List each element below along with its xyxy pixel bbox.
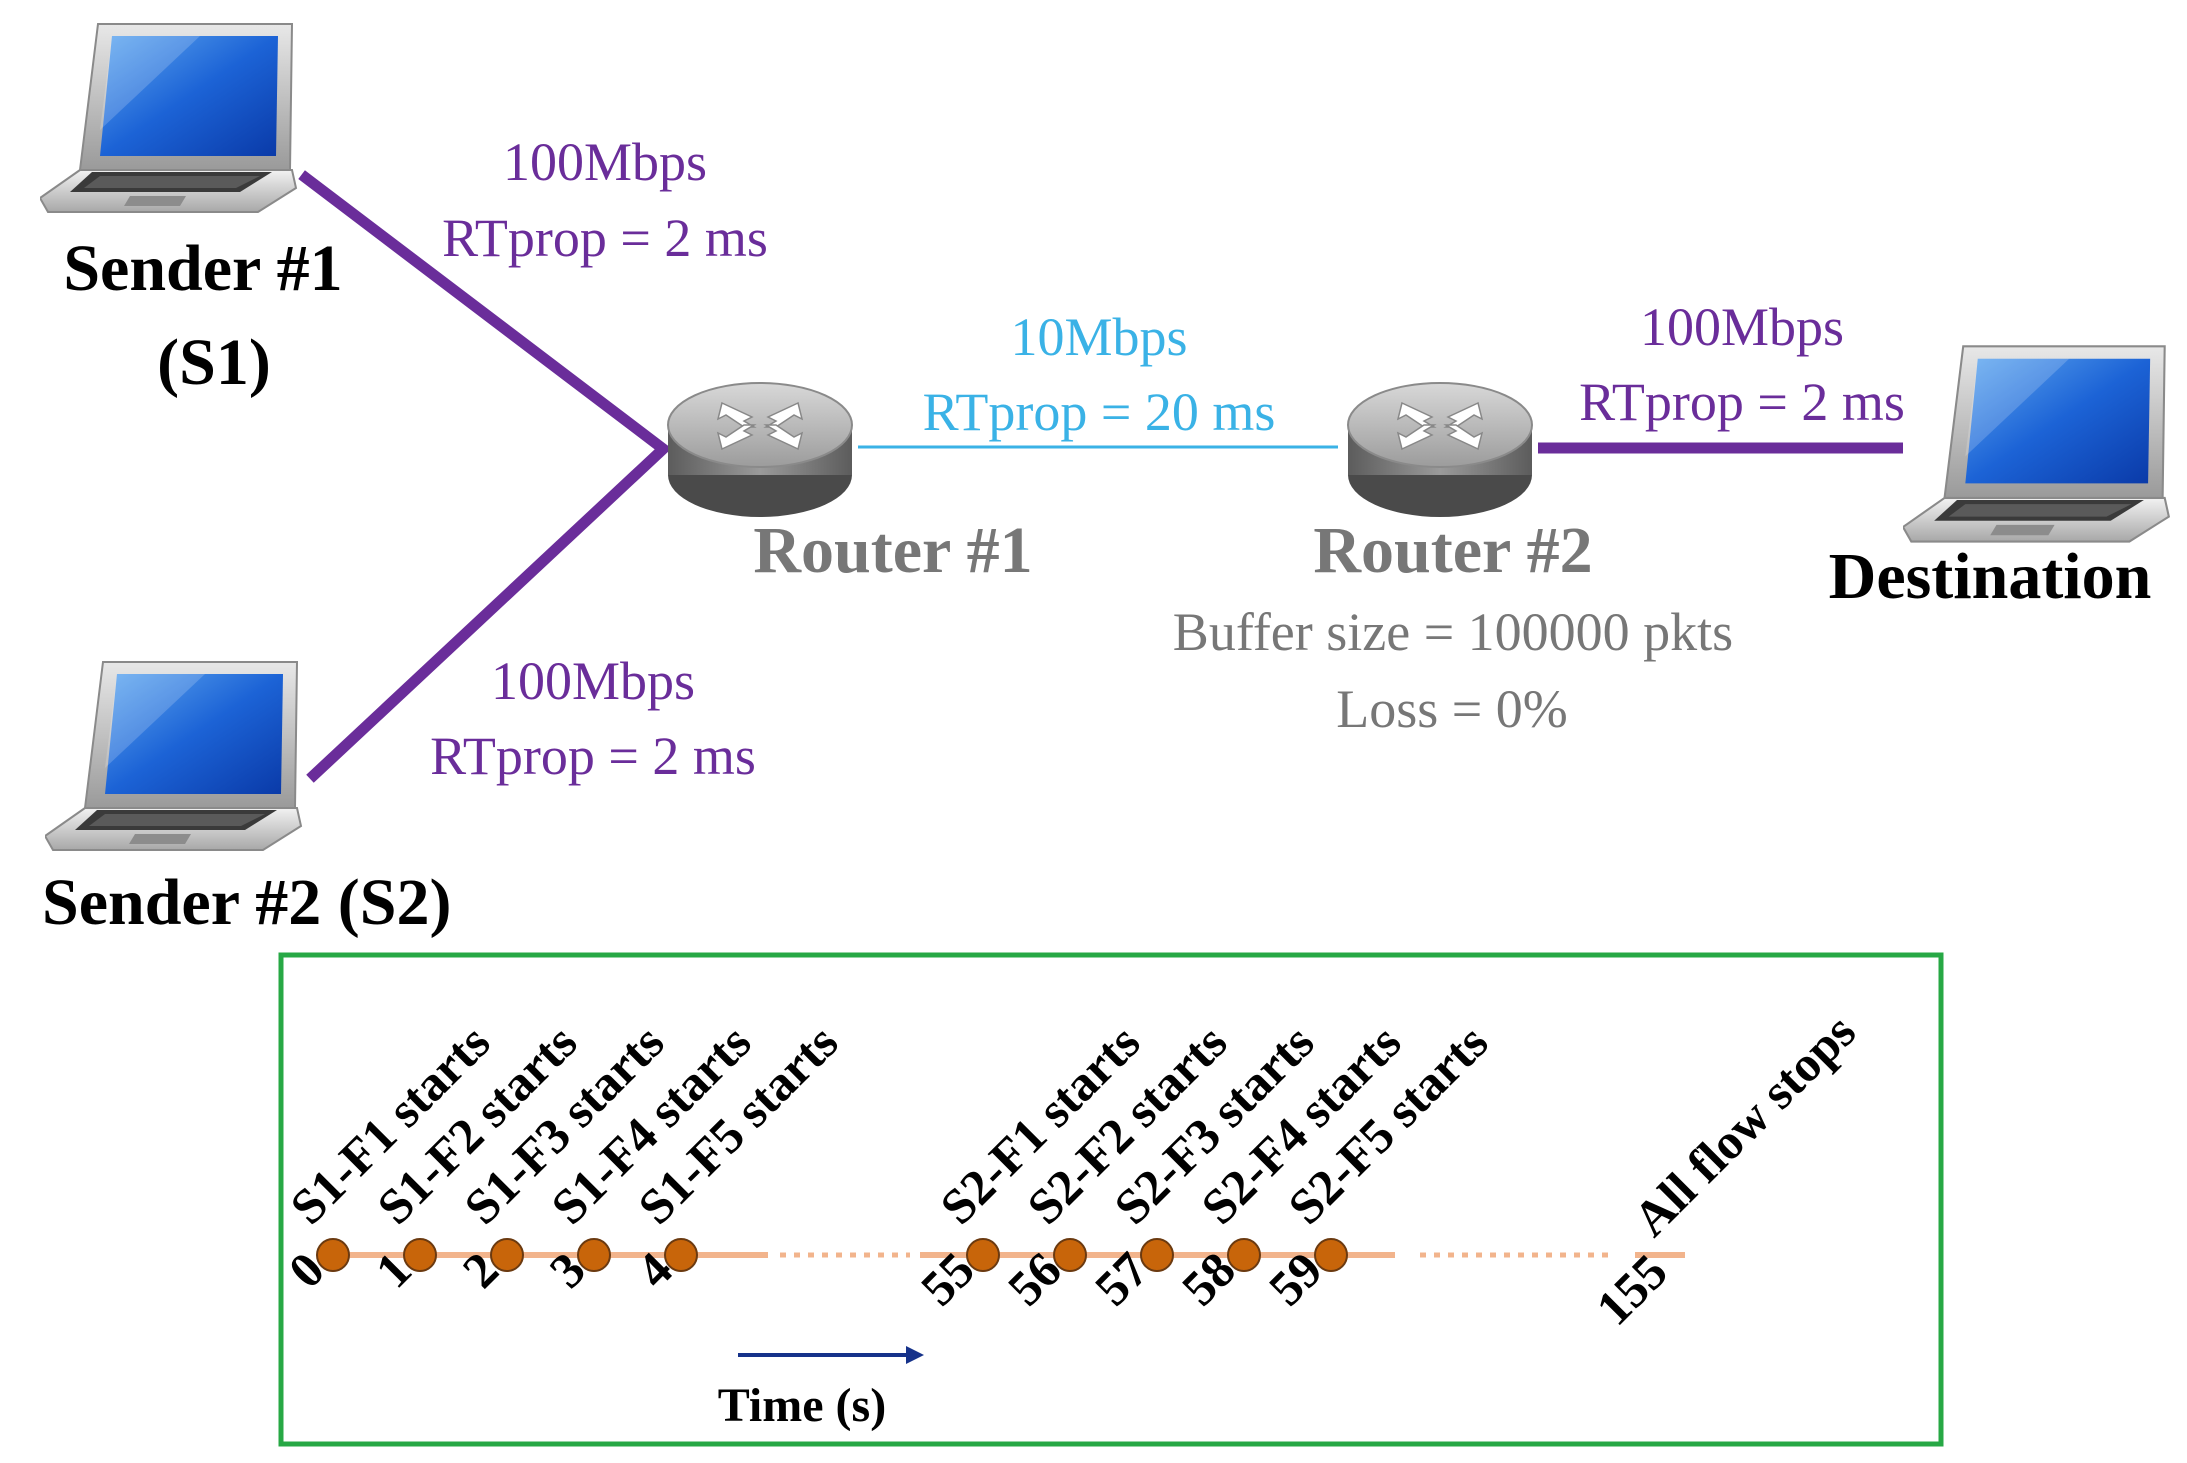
s1-link-rtprop: RTprop = 2 ms (442, 208, 768, 268)
s2-link-rtprop: RTprop = 2 ms (430, 726, 756, 786)
node-labels: Sender #1 (S1) Sender #2 (S2) Destinatio… (42, 232, 2151, 939)
r2-link-rtprop: RTprop = 2 ms (1579, 372, 1905, 432)
event-dot (490, 1238, 524, 1272)
time-axis-label: Time (s) (718, 1379, 886, 1432)
time-axis-arrow (738, 1346, 924, 1364)
r2-link-bandwidth: 100Mbps (1640, 297, 1844, 357)
event-dot (1314, 1238, 1348, 1272)
event-dot (664, 1238, 698, 1272)
link-s2-r1 (306, 442, 670, 783)
event-dot (1227, 1238, 1261, 1272)
laptop-icon (45, 660, 303, 852)
sender2-label: Sender #2 (S2) (42, 866, 451, 939)
router1-label: Router #1 (753, 514, 1032, 587)
event-dot (316, 1238, 350, 1272)
event-dot (403, 1238, 437, 1272)
router2-loss: Loss = 0% (1336, 679, 1567, 739)
timeline-frame (278, 952, 1944, 1447)
router-icon (667, 382, 853, 518)
laptop-icon (40, 22, 298, 214)
router2-params: Buffer size = 100000 pkts Loss = 0% (1173, 602, 1733, 739)
destination-label: Destination (1829, 540, 2152, 613)
sender1-label: Sender #1 (63, 232, 342, 305)
event-dot (966, 1238, 1000, 1272)
end-label: All flow stops (1622, 1003, 1866, 1247)
link-labels: 100Mbps RTprop = 2 ms 100Mbps RTprop = 2… (430, 132, 1905, 786)
s2-link-bandwidth: 100Mbps (491, 651, 695, 711)
router2-label: Router #2 (1313, 514, 1592, 587)
event-dot (1140, 1238, 1174, 1272)
event-dot (577, 1238, 611, 1272)
links (298, 170, 1903, 783)
s1-link-bandwidth: 100Mbps (503, 132, 707, 192)
sender1-id: (S1) (157, 326, 271, 399)
link-s1-r1 (298, 170, 670, 456)
router-icon (1347, 382, 1533, 518)
event-dot (1053, 1238, 1087, 1272)
bottleneck-rtprop: RTprop = 20 ms (923, 382, 1276, 442)
bottleneck-bandwidth: 10Mbps (1010, 307, 1187, 367)
router-labels: Router #1 Router #2 (753, 514, 1592, 587)
time-arrow-head (906, 1346, 924, 1364)
router2-buffer: Buffer size = 100000 pkts (1173, 602, 1733, 662)
laptop-icon (1903, 345, 2170, 543)
